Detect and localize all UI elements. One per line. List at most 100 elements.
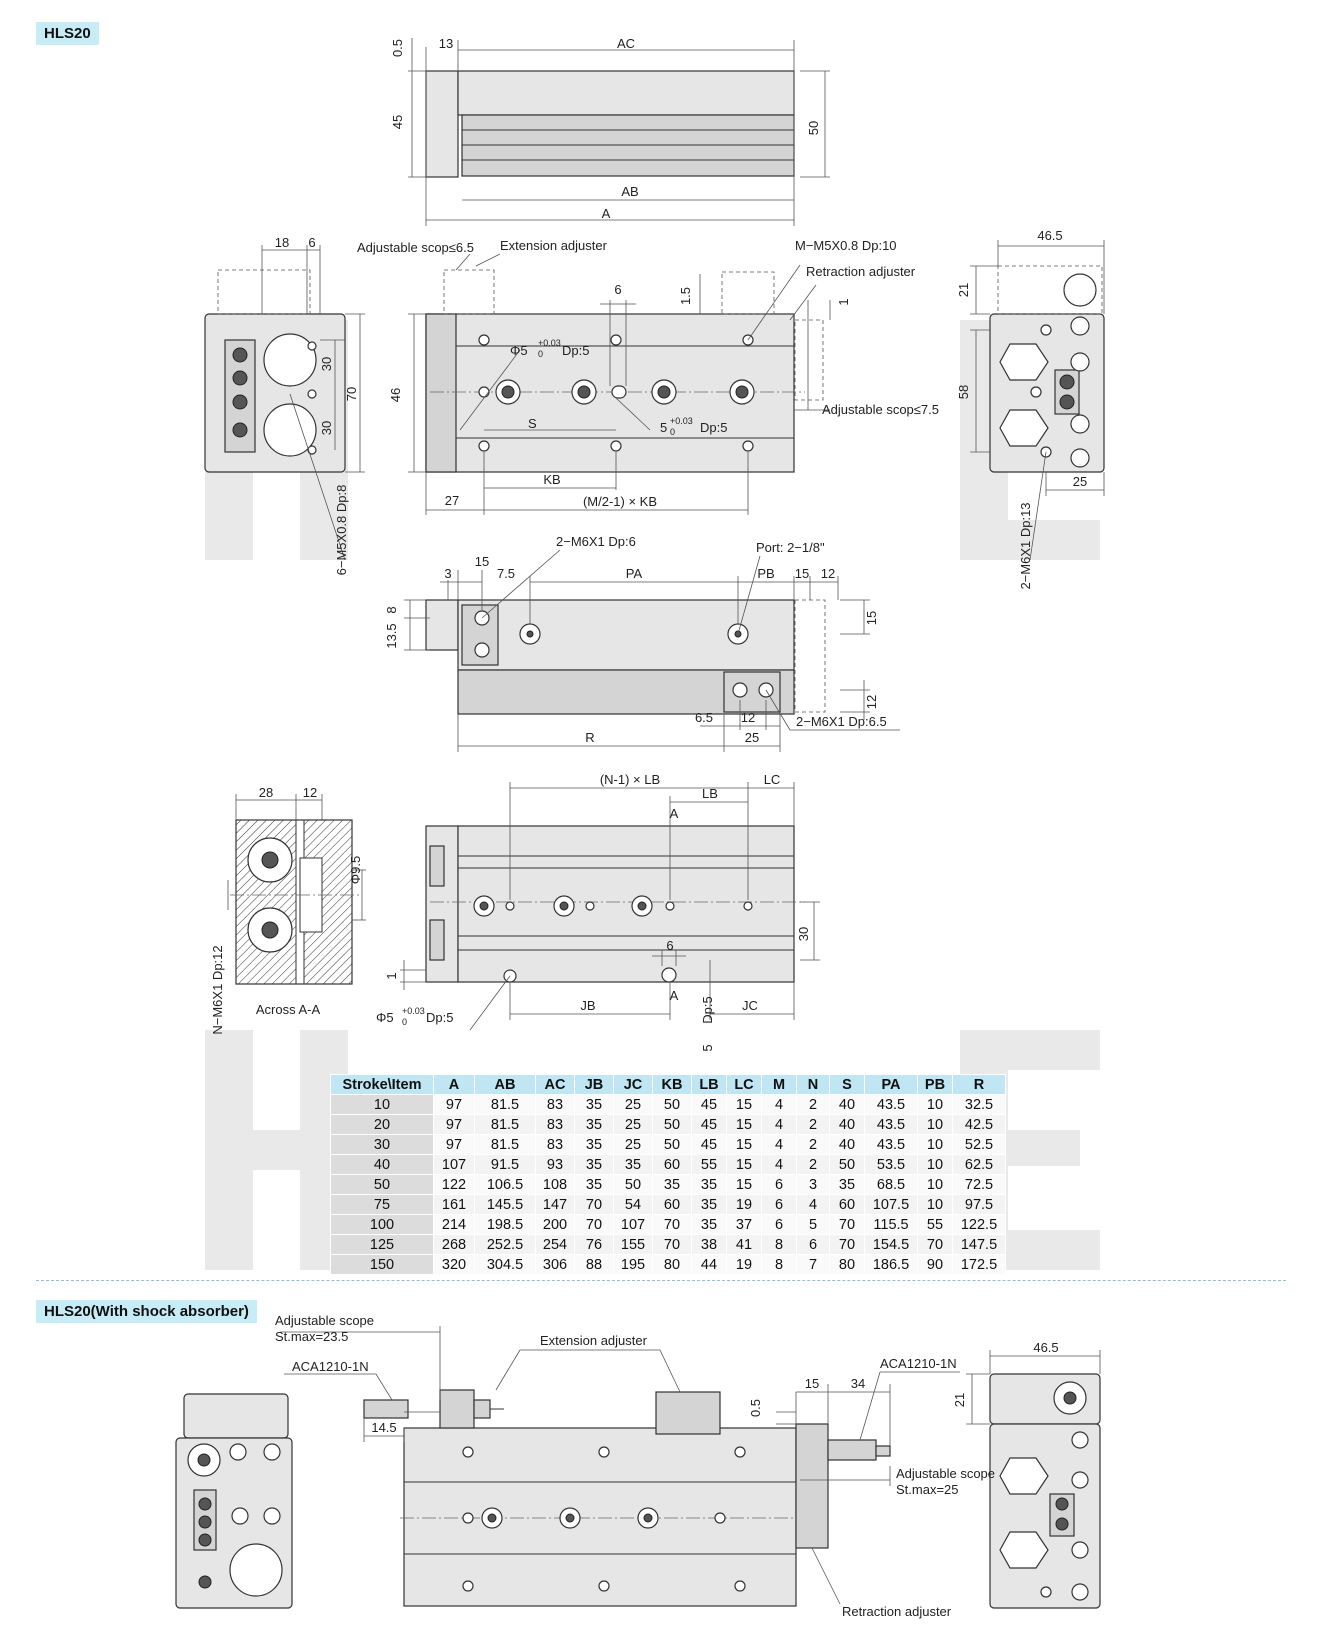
table-cell: 43.5 [864, 1134, 918, 1155]
table-cell: 214 [433, 1214, 475, 1235]
dim-14-5-shock: 14.5 [371, 1420, 396, 1435]
table-cell: 15 [726, 1154, 762, 1175]
table-cell: 25 [613, 1114, 653, 1135]
phi5-label: Φ5 [510, 343, 528, 358]
dim-45: 45 [390, 115, 405, 129]
dim-46-5-shock: 46.5 [1033, 1340, 1058, 1355]
table-cell: 15 [726, 1174, 762, 1195]
table-cell: 76 [574, 1234, 614, 1255]
dim-13: 13 [439, 36, 453, 51]
table-cell: 35 [574, 1114, 614, 1135]
table-cell: 50 [829, 1154, 865, 1175]
table-cell: 45 [691, 1134, 727, 1155]
table-cell: 19 [726, 1254, 762, 1275]
section-divider [36, 1280, 1286, 1281]
left-end-view: 18 6 30 30 70 6−M5X0.8 Dp:8 [204, 235, 365, 575]
table-cell: 50 [613, 1174, 653, 1195]
table-cell: 35 [829, 1174, 865, 1195]
table-header-1: A [433, 1074, 475, 1095]
dim-6-5: 6.5 [695, 710, 713, 725]
dim-28: 28 [259, 785, 273, 800]
retraction-adjuster-shock-label: Retraction adjuster [842, 1604, 952, 1619]
dim-12b: 12 [864, 695, 879, 709]
table-cell: 50 [652, 1094, 692, 1115]
table-header-3: AC [535, 1074, 575, 1095]
table-cell: 35 [691, 1214, 727, 1235]
dim-1: 1 [836, 298, 851, 305]
dim-kb: KB [543, 472, 560, 487]
table-cell: 115.5 [864, 1214, 918, 1235]
dim-12: 12 [821, 566, 835, 581]
adjustable-scop-75-label: Adjustable scop≤7.5 [822, 402, 939, 417]
table-cell: 38 [691, 1234, 727, 1255]
table-cell: 97.5 [952, 1194, 1006, 1215]
table-cell: 10 [917, 1114, 953, 1135]
retraction-adjuster-label: Retraction adjuster [806, 264, 916, 279]
table-cell: 40 [829, 1134, 865, 1155]
table-header-0: Stroke\Item [330, 1074, 434, 1095]
table-cell: 35 [652, 1174, 692, 1195]
dp5-bottom: Dp:5 [426, 1010, 453, 1025]
stmax-23-5-label: St.max=23.5 [275, 1329, 348, 1344]
section-view: 28 12 Φ9.5 N−M6X1 Dp:12 Across A-A [210, 785, 366, 1035]
table-cell: 6 [761, 1174, 797, 1195]
dim-6-bottom: 6 [666, 938, 673, 953]
dim-m2kb: (M/2-1) × KB [583, 494, 657, 509]
table-cell: 97 [433, 1134, 475, 1155]
table-cell: 88 [574, 1254, 614, 1275]
table-cell: 70 [652, 1214, 692, 1235]
table-cell: 3 [796, 1174, 830, 1195]
table-cell: 60 [652, 1154, 692, 1175]
table-cell: 70 [574, 1214, 614, 1235]
table-cell: 55 [917, 1214, 953, 1235]
table-cell: 5 [796, 1214, 830, 1235]
table-cell: 107 [433, 1154, 475, 1175]
dim-6: 6 [308, 235, 315, 250]
table-cell: 93 [535, 1154, 575, 1175]
dim-phi9-5: Φ9.5 [348, 856, 363, 884]
table-cell: 254 [535, 1234, 575, 1255]
table-cell: 2 [796, 1114, 830, 1135]
table-cell: 108 [535, 1174, 575, 1195]
table-cell: 53.5 [864, 1154, 918, 1175]
table-cell: 200 [535, 1214, 575, 1235]
table-cell: 8 [761, 1254, 797, 1275]
tolerance-zero-label-2: 0 [670, 427, 675, 437]
table-cell: 35 [574, 1154, 614, 1175]
table-cell: 268 [433, 1234, 475, 1255]
tolerance-label-2: +0.03 [670, 416, 693, 426]
table-cell: 54 [613, 1194, 653, 1215]
dim-27: 27 [445, 493, 459, 508]
table-cell: 35 [691, 1174, 727, 1195]
table-cell: 252.5 [474, 1234, 536, 1255]
extension-adjuster-label: Extension adjuster [500, 238, 608, 253]
table-cell: 107 [613, 1214, 653, 1235]
table-cell: 80 [829, 1254, 865, 1275]
table-header-14: R [952, 1074, 1006, 1095]
table-cell: 2 [796, 1094, 830, 1115]
table-cell: 70 [829, 1234, 865, 1255]
dim-50: 50 [806, 121, 821, 135]
table-cell: 122 [433, 1174, 475, 1195]
table-cell: 83 [535, 1114, 575, 1135]
table-cell: 50 [652, 1134, 692, 1155]
table-cell: 41 [726, 1234, 762, 1255]
table-cell: 52.5 [952, 1134, 1006, 1155]
table-cell: 107.5 [864, 1194, 918, 1215]
table-cell: 45 [691, 1094, 727, 1115]
table-cell: 44 [691, 1254, 727, 1275]
table-header-13: PB [917, 1074, 953, 1095]
table-cell: 6 [761, 1194, 797, 1215]
table-cell: 40 [829, 1094, 865, 1115]
table-cell: 35 [574, 1174, 614, 1195]
table-header-8: LC [726, 1074, 762, 1095]
table-cell: 147.5 [952, 1234, 1006, 1255]
table-cell: 45 [691, 1114, 727, 1135]
table-cell: 15 [726, 1094, 762, 1115]
dim-70: 70 [344, 387, 359, 401]
table-cell: 4 [761, 1154, 797, 1175]
